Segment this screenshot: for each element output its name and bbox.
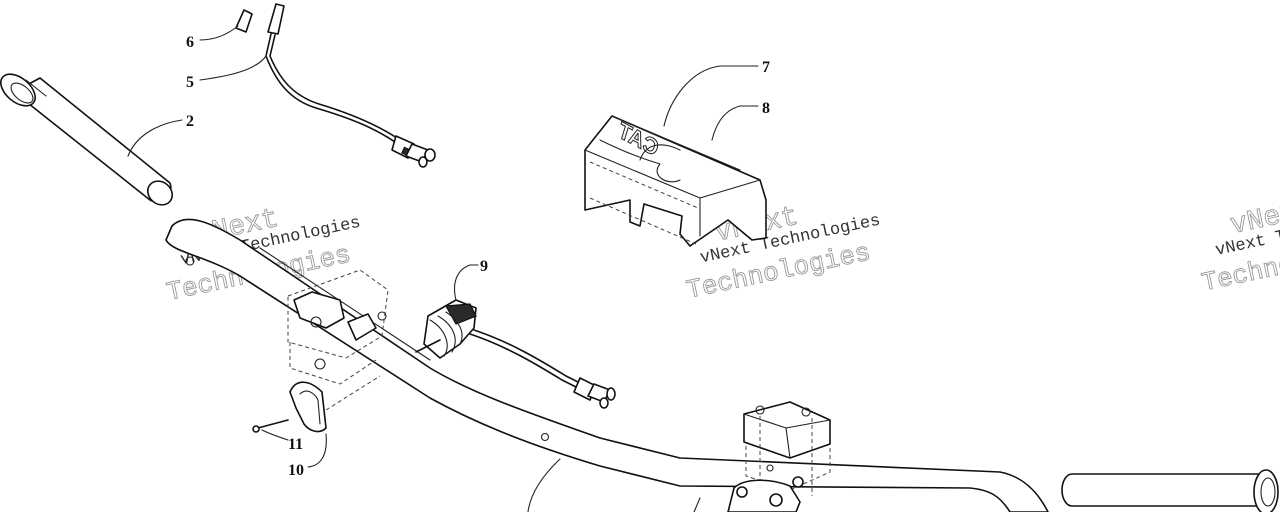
callout-10: 10	[288, 462, 304, 479]
handlebar-cover-pad: CAT	[584, 115, 767, 247]
callout-6: 6	[186, 34, 194, 51]
callout-2: 2	[186, 113, 194, 130]
callout-11: 11	[288, 436, 303, 453]
part-5-harness	[265, 3, 436, 168]
callout-5: 5	[186, 74, 194, 91]
part-6-tab	[235, 9, 253, 33]
clamp-half-10	[289, 375, 381, 433]
left-grip	[0, 73, 174, 206]
callout-7: 7	[762, 59, 770, 76]
callout-9: 9	[480, 258, 488, 275]
callout-8: 8	[762, 100, 770, 117]
handlebar-tube	[165, 218, 1049, 512]
center-clamp	[727, 401, 831, 512]
screw-11	[252, 419, 289, 433]
switch-housing-9	[415, 299, 616, 409]
right-grip	[1061, 469, 1279, 512]
leader-lines	[127, 25, 759, 512]
watermark-right: vNext vNext Technologies Technologies	[1199, 194, 1280, 299]
clamp-block-left	[287, 269, 389, 385]
